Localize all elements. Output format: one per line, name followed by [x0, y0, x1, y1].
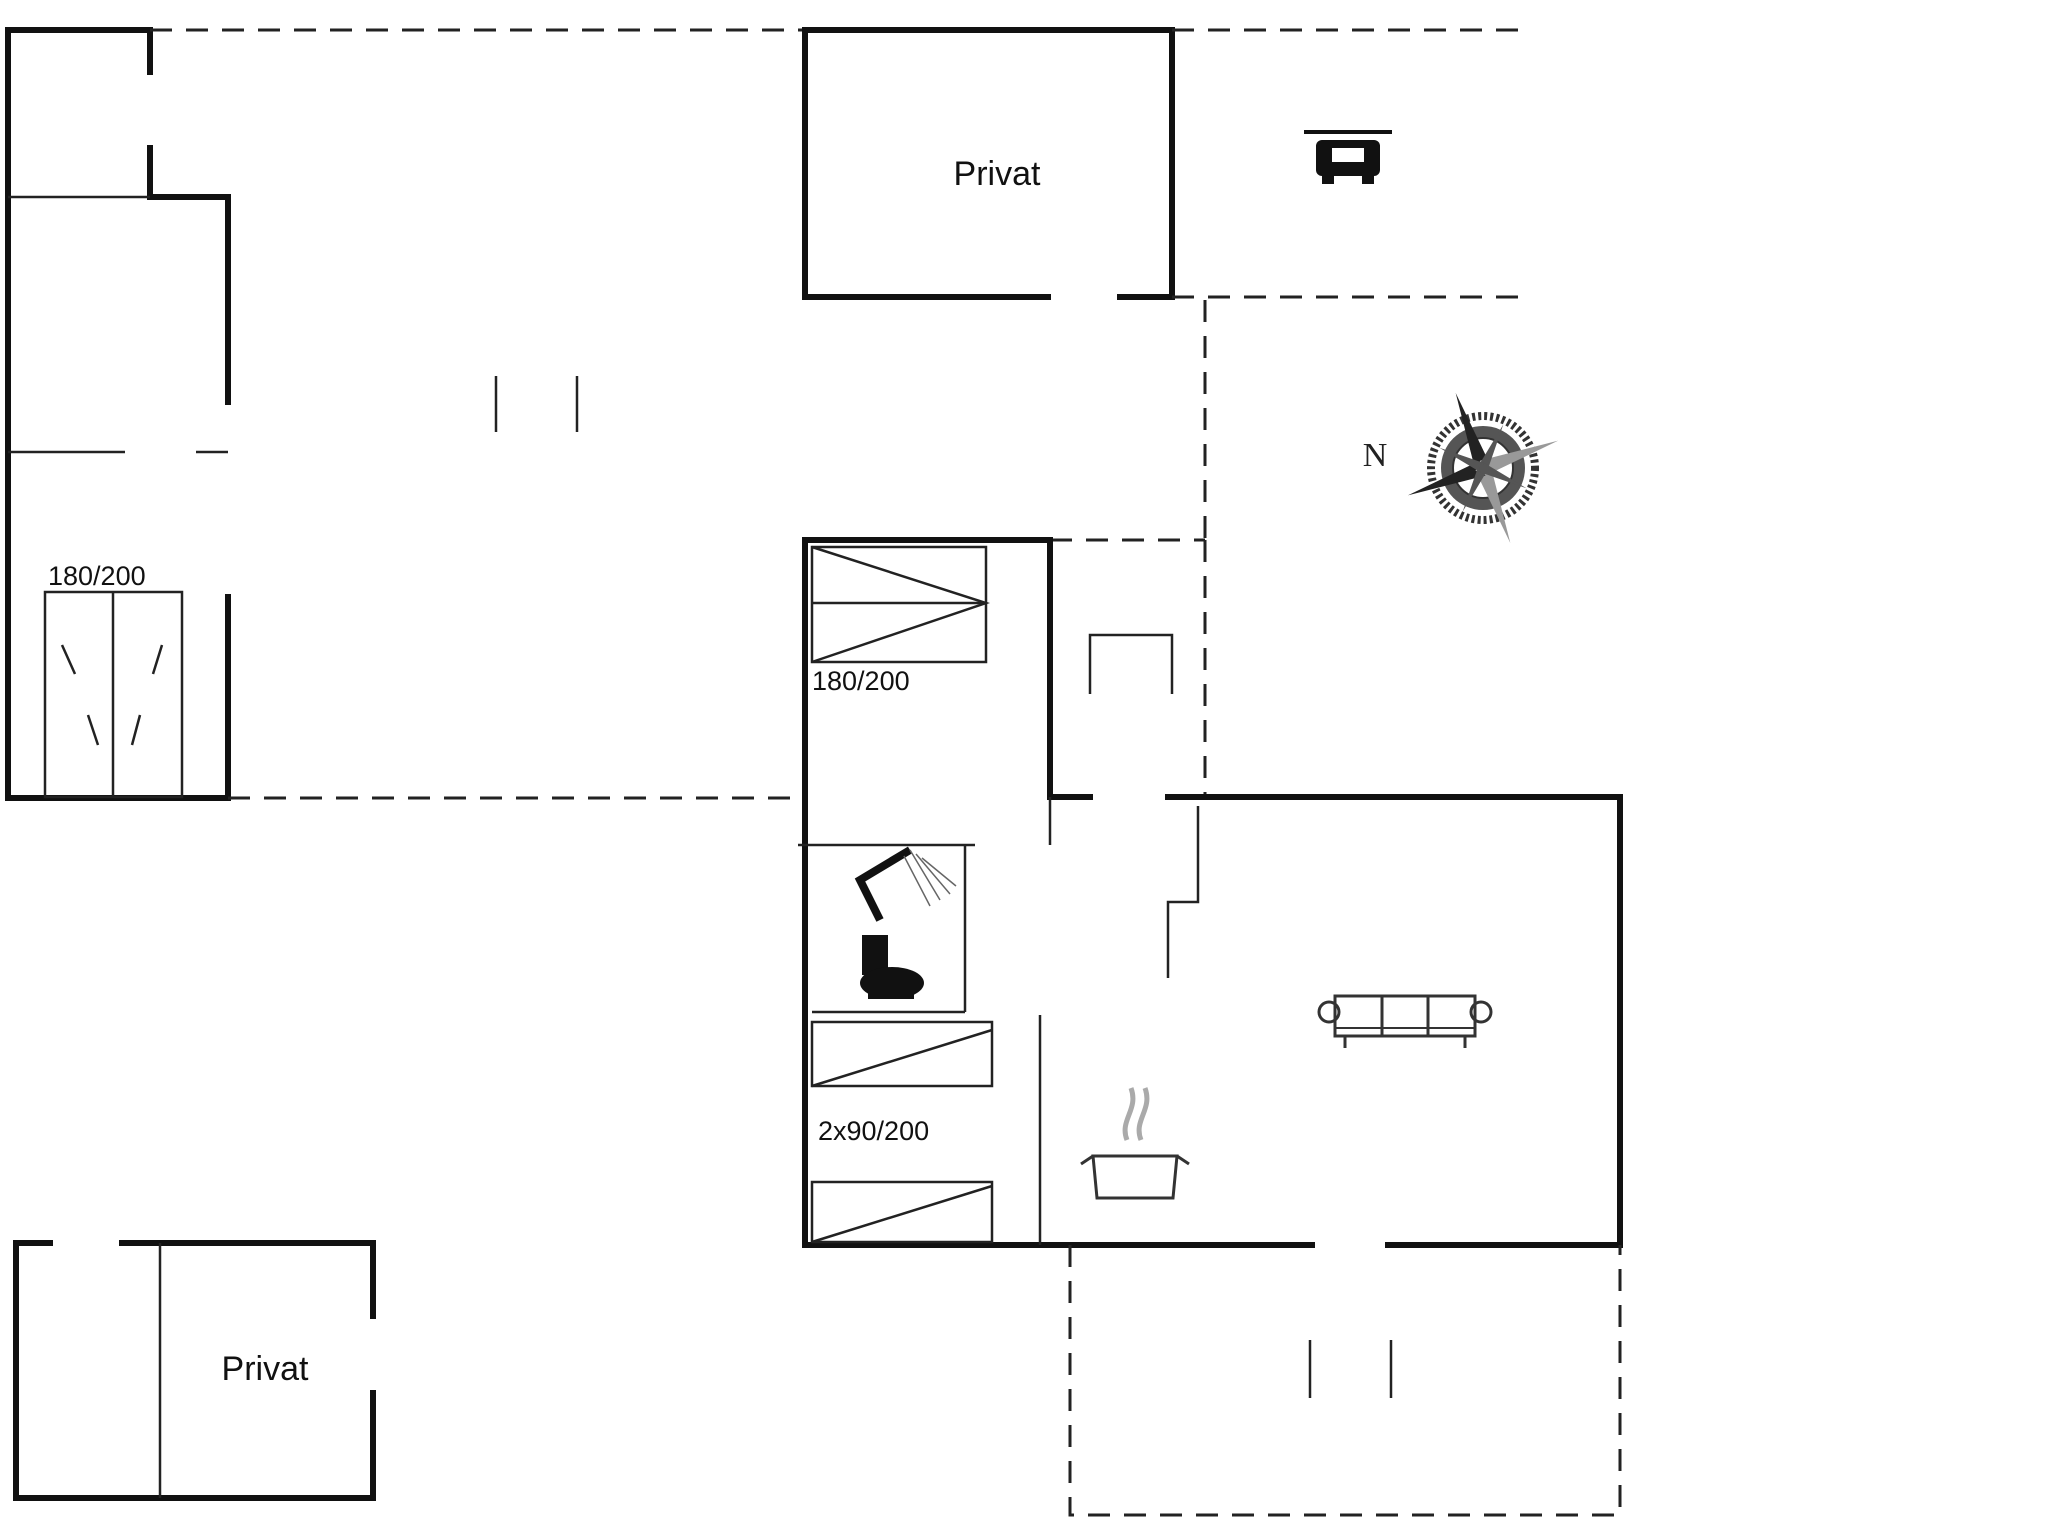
terrace-step-marks	[494, 376, 579, 432]
shower-icon	[854, 846, 957, 922]
sofa-icon	[1317, 994, 1493, 1048]
bed-label-middle: 180/200	[812, 666, 910, 696]
privat-room-bottom: Privat	[13, 1240, 376, 1501]
cooking-pot-icon	[1080, 1087, 1190, 1200]
privat-room-top: Privat	[802, 27, 1175, 300]
compass-rose-icon	[1407, 392, 1559, 544]
bed-label-lower: 2x90/200	[818, 1116, 929, 1146]
bed-label-left: 180/200	[48, 561, 146, 591]
carport-area	[1050, 28, 1520, 795]
bed-left: 180/200	[43, 561, 184, 799]
toilet-icon	[860, 935, 924, 999]
bathroom	[854, 846, 957, 999]
privat-label-bottom: Privat	[222, 1350, 309, 1388]
terrace-bottom	[1068, 1245, 1622, 1517]
bed-lower: 2x90/200	[810, 1020, 994, 1244]
terrace-left	[150, 28, 805, 800]
terrace-step-marks-bottom	[1308, 1340, 1393, 1398]
privat-label-top: Privat	[954, 155, 1041, 193]
compass-north-label: N	[1363, 437, 1388, 474]
hall-closet	[1088, 633, 1174, 694]
left-wing	[5, 27, 231, 801]
bed-middle: 180/200	[810, 545, 990, 696]
central-house	[798, 537, 1623, 1248]
car-icon	[1304, 130, 1392, 184]
